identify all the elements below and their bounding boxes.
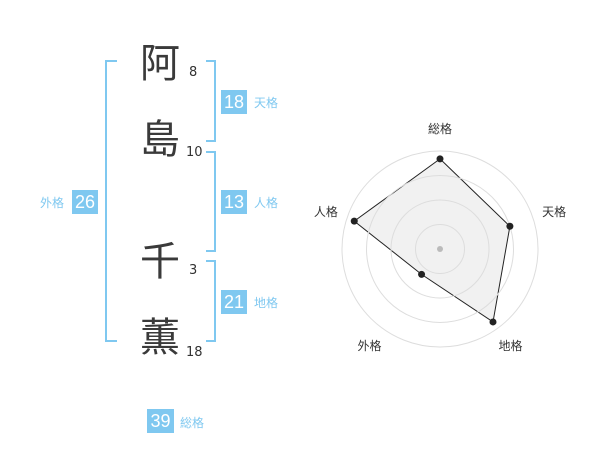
stroke-count-3: 3	[189, 263, 198, 278]
stroke-count-4: 18	[186, 345, 203, 360]
radar-axis-label-3: 地格	[499, 338, 523, 353]
radar-polygon	[353, 158, 511, 323]
tenkaku-label: 天格	[254, 96, 279, 110]
radar-point-1	[436, 155, 444, 163]
soukaku-label: 総格	[180, 416, 205, 430]
tenkaku-value: 18	[221, 90, 247, 114]
radar-point-5	[350, 217, 358, 225]
radar-point-3	[489, 318, 497, 326]
name-char-2: 島	[140, 117, 180, 163]
chikaku-value: 21	[221, 290, 247, 314]
gaikaku-bracket	[105, 60, 117, 342]
name-char-3: 千	[140, 239, 180, 285]
radar-axis-label-1: 総格	[428, 121, 452, 136]
radar-center	[437, 246, 443, 252]
name-char-1: 阿	[140, 41, 180, 87]
jinkaku-label: 人格	[254, 196, 279, 210]
radar-point-2	[506, 222, 514, 230]
chikaku-label: 地格	[254, 296, 279, 310]
stroke-count-2: 10	[186, 145, 203, 160]
soukaku-value: 39	[147, 409, 174, 433]
radar-ring-inner	[390, 199, 490, 299]
radar-ring-inner	[415, 224, 465, 274]
radar-point-4	[418, 270, 426, 278]
jinkaku-value: 13	[221, 190, 247, 214]
jinkaku-bracket	[206, 151, 216, 252]
chikaku-bracket	[206, 260, 216, 342]
radar-axis-label-4: 外格	[357, 338, 381, 353]
name-char-4: 薫	[140, 315, 180, 361]
stroke-count-1: 8	[189, 65, 198, 80]
radar-axis-label-5: 人格	[314, 204, 338, 219]
radar-axis-label-2: 天格	[542, 204, 566, 219]
radar-ring-inner	[366, 175, 514, 323]
gaikaku-label: 外格	[40, 196, 65, 210]
gaikaku-value: 26	[72, 190, 98, 214]
tenkaku-bracket	[206, 60, 216, 142]
